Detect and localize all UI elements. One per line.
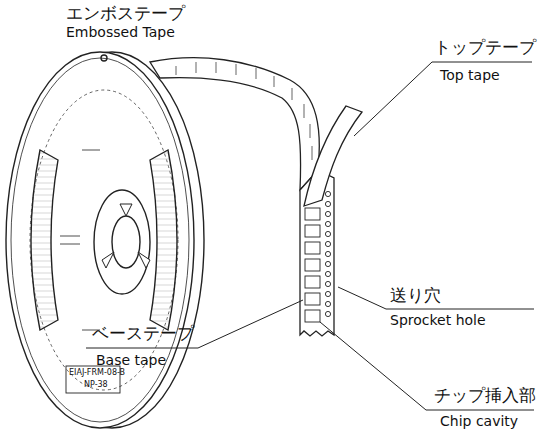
sprocket-hole — [325, 291, 330, 296]
chip-cavity — [305, 208, 320, 220]
sprocket-hole — [325, 251, 330, 256]
reel-marking: NP-38 — [84, 381, 108, 390]
sprocket-hole — [325, 261, 330, 266]
part-name: Chip cavity — [440, 414, 518, 429]
part-name: チップ挿入部 — [434, 386, 536, 405]
chip-cavity — [305, 259, 320, 271]
sprocket-hole — [325, 231, 330, 236]
part-name: ベーステープ — [92, 324, 194, 343]
chip-cavity — [305, 225, 320, 237]
sprocket-hole — [325, 201, 330, 206]
chip-cavity — [305, 293, 320, 305]
sprocket-hole — [325, 311, 330, 316]
reel-marking: EIAJ-FRM-08-B — [69, 369, 125, 378]
part-name: 送り穴 — [390, 286, 441, 305]
part-name: Embossed Tape — [66, 25, 175, 40]
part-name: トップテープ — [434, 38, 536, 57]
sprocket-hole — [325, 301, 330, 306]
sprocket-hole — [325, 281, 330, 286]
leader-lines — [86, 62, 534, 410]
chip-cavity — [305, 310, 320, 322]
sprocket-hole — [325, 191, 330, 196]
sprocket-hole — [325, 221, 330, 226]
part-name: エンボステープ — [66, 4, 185, 23]
sprocket-hole — [325, 241, 330, 246]
sprocket-hole — [325, 211, 330, 216]
sprocket-hole — [325, 271, 330, 276]
part-name: Top tape — [440, 68, 500, 83]
chip-cavity — [305, 242, 320, 254]
chip-cavity — [305, 276, 320, 288]
part-name: Base tape — [96, 353, 166, 368]
part-name: Sprocket hole — [390, 313, 486, 328]
reel — [6, 52, 204, 428]
top-tape — [304, 106, 362, 206]
